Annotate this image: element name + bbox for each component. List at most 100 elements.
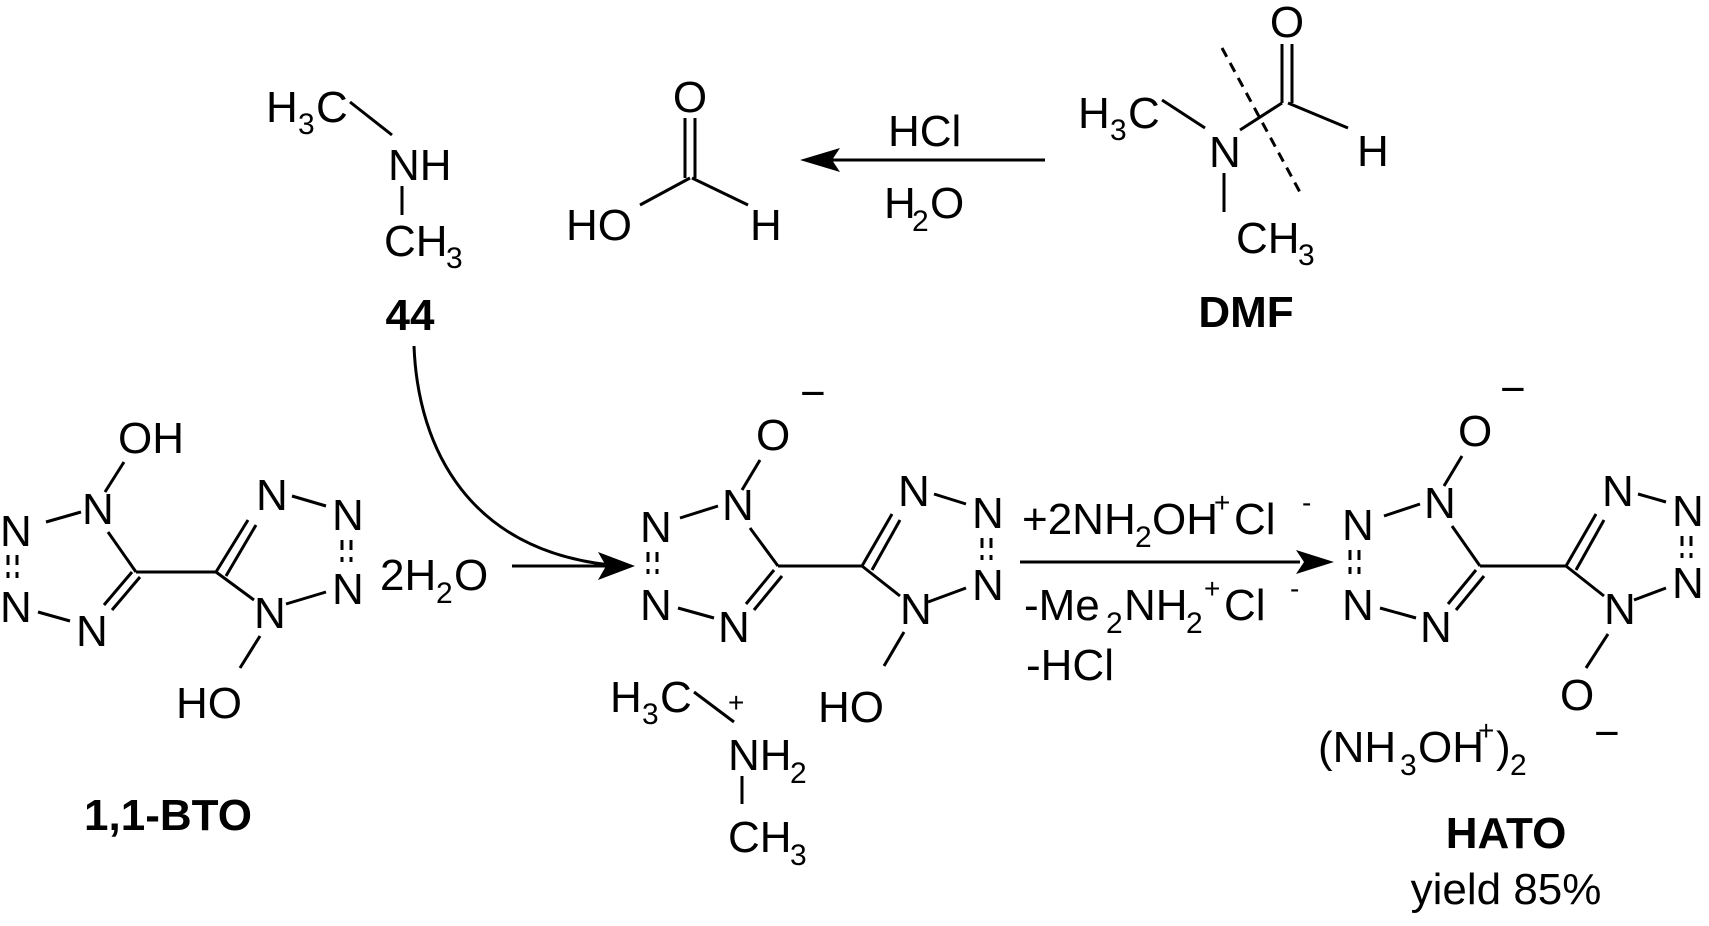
cation-plus: + [728, 687, 744, 718]
metathesis-arrow-head [1296, 550, 1334, 574]
formic-acid-structure: HO O H [566, 73, 782, 250]
cation-h3c-c: C [660, 673, 692, 722]
int-bond-c5p-n1p [861, 564, 901, 598]
hato-o-top: O [1458, 407, 1492, 456]
int-bond-o-n1 [740, 459, 762, 491]
reagent-plus-c: Cl [1234, 495, 1276, 544]
bto-bond-n4p-n3p [291, 494, 327, 508]
hato-n2: N [1342, 501, 1374, 550]
dmf-o: O [1270, 0, 1304, 47]
dma-h3c-c: C [316, 83, 348, 132]
dmf-cleavage-line [1220, 47, 1304, 197]
reagent-plus-a: +2NH [1022, 495, 1136, 544]
bto-bond-n4-c5b [110, 576, 142, 611]
cation-nh-sub: 2 [790, 757, 807, 790]
hato-n1: N [1424, 479, 1456, 528]
int-bond-n4p-n3p [933, 492, 967, 506]
int-bond-n1-n2 [679, 504, 719, 520]
hydrolysis-step: HCl H 2 O [800, 107, 1045, 238]
formic-o: O [673, 73, 707, 122]
int-bond-n1p-oh [882, 631, 906, 667]
bto-n3p: N [332, 491, 364, 540]
hato-n1p: N [1604, 585, 1636, 634]
dmf-h: H [1357, 127, 1389, 176]
hato-bond-c5p-n4p-a [1564, 513, 1598, 567]
dmf-h3c-h: H [1078, 89, 1110, 138]
formic-bond-c-h [691, 176, 749, 207]
int-n4p: N [898, 467, 930, 516]
cation-h3c-sub: 3 [642, 698, 659, 731]
dma-nh: NH [388, 141, 452, 190]
hato-bond-n4p-n3p [1637, 492, 1667, 504]
dmf-ch-sub: 3 [1298, 239, 1315, 272]
formic-h: H [750, 201, 782, 250]
hato-n4: N [1420, 603, 1452, 652]
hato-bond-n4-c5a [1446, 569, 1478, 605]
intermediate-structure: O − N N N N N N N N HO H 3 C + NH 2 [610, 369, 1004, 872]
hato-bond-n1-c5 [1450, 525, 1482, 567]
two-water-sub: 2 [436, 577, 453, 610]
bto-ho-bottom: HO [176, 679, 242, 728]
int-bond-c5p-n4p-a [860, 513, 894, 567]
hato-bond-n2p-n1p [1633, 586, 1667, 602]
bto-label: 1,1-BTO [84, 791, 252, 840]
int-n1: N [722, 481, 754, 530]
hato-bond-n4-c5b [1454, 575, 1486, 611]
hato-o-top-minus: − [1500, 365, 1526, 414]
bto-n1p: N [254, 589, 286, 638]
int-n3: N [640, 581, 672, 630]
hato-bond-c5p-n1p [1565, 564, 1605, 598]
int-bond-n4-c5b [752, 575, 784, 611]
dmf-label: DMF [1198, 288, 1293, 337]
hato-n3: N [1342, 581, 1374, 630]
bto-bond-n4-c5a [102, 571, 134, 606]
amine-addition-arrow [412, 345, 635, 580]
water-addition-step: 2H 2 O [380, 551, 608, 610]
reagent-minus-c: Cl [1224, 581, 1266, 630]
reagent-plus-b: OH [1152, 495, 1218, 544]
hato-n4p: N [1602, 467, 1634, 516]
hato-counter-plus: + [1478, 715, 1494, 746]
reagent-minus-minus: - [1290, 573, 1299, 604]
int-bond-c5p-n4p-b [870, 519, 902, 571]
hato-bond-n1p-o [1584, 633, 1610, 669]
bto-bond-n1-c5 [106, 531, 138, 573]
water-sub: 2 [912, 205, 929, 238]
reagent-minus-b: NH [1124, 581, 1188, 630]
bto-n3: N [0, 583, 32, 632]
int-o-minus: − [800, 369, 826, 418]
hato-bond-n3-n4 [1379, 606, 1417, 620]
bto-n4: N [76, 607, 108, 656]
bto-bond-n3-n4 [37, 610, 71, 623]
two-water-b: O [454, 551, 488, 600]
reagent-plus-minus: - [1302, 487, 1311, 518]
bto-n4p: N [256, 471, 288, 520]
hato-counter-close: ) [1496, 723, 1511, 772]
int-ho: HO [818, 683, 884, 732]
dma-h3c-h: H [266, 83, 298, 132]
hato-bond-c5p-n4p-b [1574, 519, 1606, 571]
bto-bond-n1p-oh [238, 635, 262, 669]
dmf-h3c-sub: 3 [1110, 114, 1127, 147]
int-bond-n1-c5 [748, 527, 780, 567]
bto-structure: OH N N N N N N N N HO 1,1-BTO [0, 414, 364, 840]
bto-bond-n2p-n1p [285, 590, 327, 606]
water-h: H [884, 179, 916, 228]
dmf-bond-me1-n [1161, 98, 1206, 130]
dma-label: 44 [386, 291, 435, 340]
bto-bond-oh-n1 [103, 461, 126, 493]
hato-label: HATO [1446, 809, 1567, 858]
dma-ch: CH [384, 217, 448, 266]
dma-h3c-sub: 3 [298, 108, 315, 141]
dimethylamine-structure: H 3 C NH CH 3 44 [266, 83, 463, 340]
int-n3p: N [972, 489, 1004, 538]
hato-n2p: N [1672, 559, 1704, 608]
reagent-minus-sub2: 2 [1186, 607, 1203, 640]
hato-structure: O − N N N N N N N N O − (NH 3 OH + ) 2 [1318, 365, 1704, 914]
hato-counter-open: (NH [1318, 723, 1396, 772]
hato-counter-sub2: 2 [1510, 749, 1527, 782]
formic-bond-o-c [639, 176, 691, 207]
amine-curve [412, 345, 611, 567]
int-o: O [756, 411, 790, 460]
